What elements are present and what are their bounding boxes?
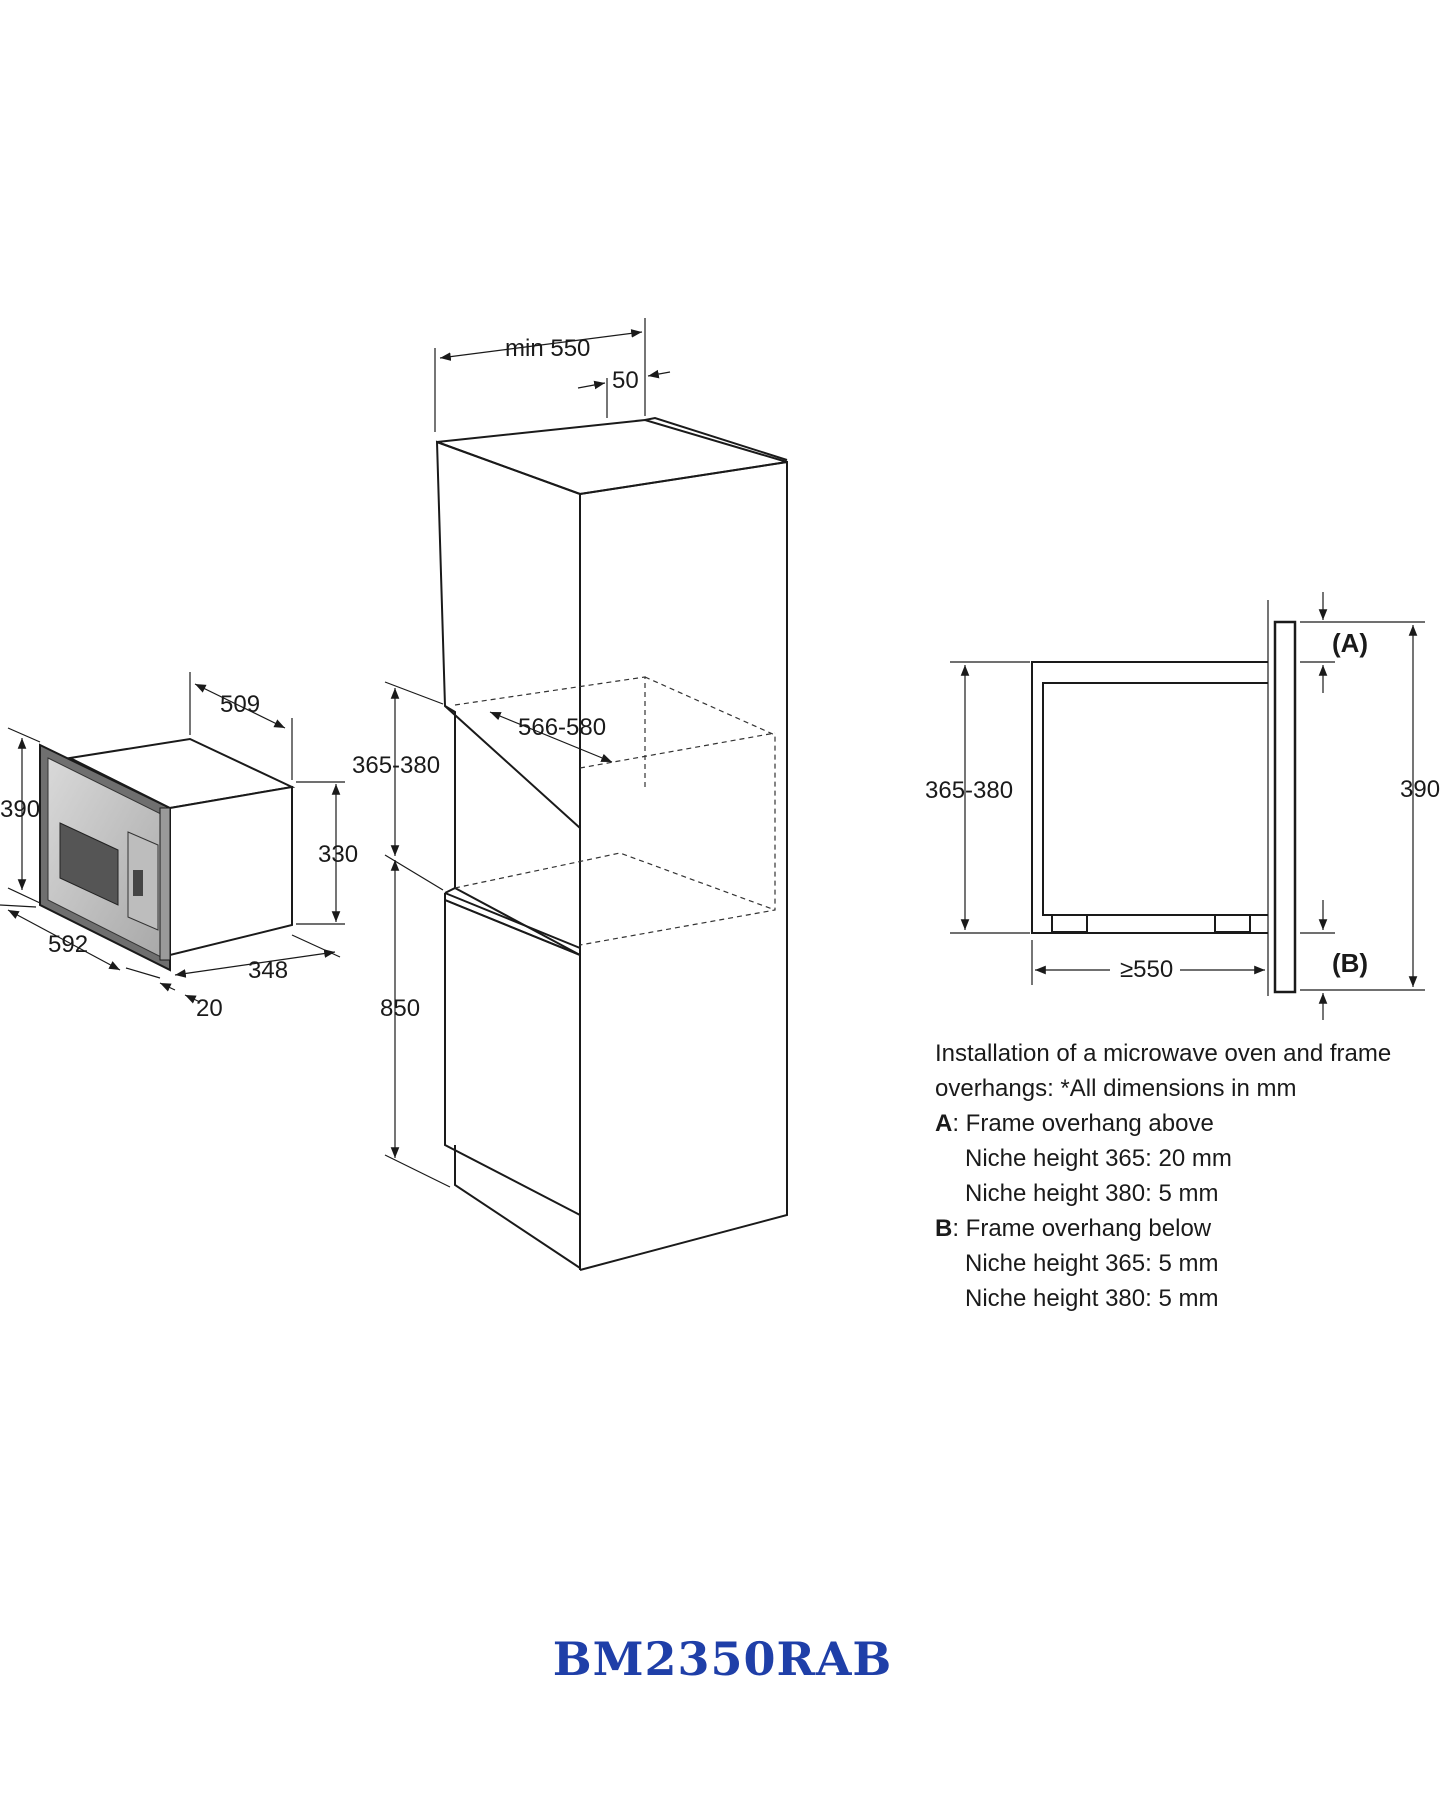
dim-side-depth: ≥550 (1120, 956, 1173, 983)
dim-cabinet-niche-height: 365-380 (352, 752, 440, 779)
dim-side-total-height: 390 (1400, 776, 1440, 803)
cabinet-top (436, 418, 788, 496)
note-b-line1: Niche height 365: 5 mm (965, 1250, 1219, 1277)
dim-cabinet-min-width: min 550 (505, 335, 590, 362)
note-a-key: A (935, 1110, 953, 1137)
note-a-line1: Niche height 365: 20 mm (965, 1145, 1232, 1172)
cabinet-right-side (579, 460, 788, 1271)
note-b-text: : Frame overhang below (952, 1215, 1212, 1242)
side-foot-front (1051, 914, 1088, 933)
cabinet-lower-front (444, 898, 581, 1217)
dim-microwave-height: 390 (0, 796, 40, 823)
microwave-side-strip (159, 807, 171, 961)
side-microwave-body (1042, 682, 1268, 916)
installation-notes: Installation of a microwave oven and fra… (935, 1036, 1435, 1316)
dim-microwave-width: 592 (48, 931, 88, 958)
note-b: B: Frame overhang below (935, 1211, 1435, 1246)
cabinet-plinth (454, 1145, 581, 1269)
dim-side-niche-height: 365-380 (925, 777, 1013, 804)
niche-outline (1031, 661, 1268, 934)
dim-microwave-depth: 509 (220, 691, 260, 718)
dim-microwave-frame: 20 (196, 995, 223, 1022)
note-a-text: : Frame overhang above (952, 1110, 1214, 1137)
note-a: A: Frame overhang above (935, 1106, 1435, 1141)
side-frame (1273, 620, 1297, 994)
microwave-window (59, 822, 119, 906)
side-foot-back (1214, 914, 1251, 933)
cabinet-drawing: min 550 50 365-380 566-580 850 (352, 318, 788, 1271)
dim-microwave-body-height: 330 (318, 841, 358, 868)
cabinet-upper-front (435, 440, 581, 831)
microwave-display (133, 870, 143, 896)
side-view-drawing: 365-380 390 ≥550 (A) (B) (925, 592, 1440, 1020)
label-b: (B) (1332, 948, 1368, 978)
note-b-key: B (935, 1215, 953, 1242)
microwave-drawing: 509 390 330 592 348 20 (0, 672, 358, 1022)
dim-cabinet-base-height: 850 (380, 995, 420, 1022)
dim-cabinet-back-gap: 50 (612, 367, 639, 394)
microwave-body-side (169, 785, 293, 957)
model-title: BM2350RAB (552, 1632, 893, 1686)
note-b-line2: Niche height 380: 5 mm (965, 1285, 1219, 1312)
notes-intro: Installation of a microwave oven and fra… (935, 1040, 1392, 1102)
note-a-line2: Niche height 380: 5 mm (965, 1180, 1219, 1207)
label-a: (A) (1332, 628, 1368, 658)
dim-microwave-body-depth: 348 (248, 957, 288, 984)
dim-cabinet-niche-width: 566-580 (518, 714, 606, 741)
